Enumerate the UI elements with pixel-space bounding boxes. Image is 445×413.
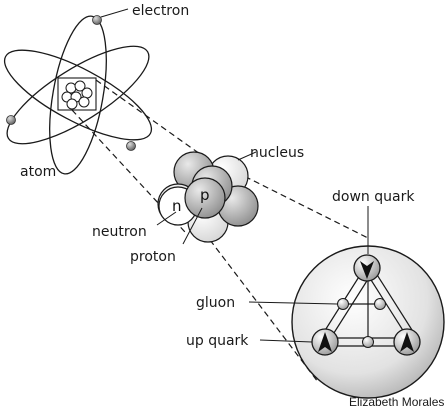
orbit-diagonal-a <box>6 45 150 145</box>
proton-letter: p <box>200 186 210 204</box>
orbit-diagonal-b <box>3 49 153 141</box>
proton-sphere <box>184 177 226 219</box>
nucleus-group <box>157 151 259 243</box>
zoom-lines <box>71 79 369 383</box>
label-down-quark: down quark <box>332 189 415 205</box>
gluon-leader <box>248 301 338 305</box>
orbit-vertical <box>49 15 107 175</box>
gluon-balls <box>337 298 386 348</box>
electron-dot-right <box>126 141 136 151</box>
nucleus-leader <box>237 151 257 161</box>
label-electron: electron <box>132 3 189 19</box>
atom-group <box>3 15 153 175</box>
proton-leader <box>182 207 203 245</box>
electron-dot-top <box>92 15 102 25</box>
electron-leader <box>100 8 129 18</box>
quark-up-right <box>393 328 421 356</box>
label-proton: proton <box>130 249 176 265</box>
neutron-leader <box>156 211 177 226</box>
atom-mini-nucleus <box>61 80 93 110</box>
label-atom: atom <box>20 164 56 180</box>
label-up-quark: up quark <box>186 333 249 349</box>
quark-up-left <box>311 328 339 356</box>
up-quark-leader <box>259 339 313 343</box>
quark-down <box>353 254 381 282</box>
label-neutron: neutron <box>92 224 147 240</box>
label-nucleus: nucleus <box>250 145 304 161</box>
credit-text: Elizabeth Morales <box>349 395 444 409</box>
electron-dot-left <box>6 115 16 125</box>
label-gluon: gluon <box>196 295 235 311</box>
neutron-letter: n <box>172 197 182 215</box>
